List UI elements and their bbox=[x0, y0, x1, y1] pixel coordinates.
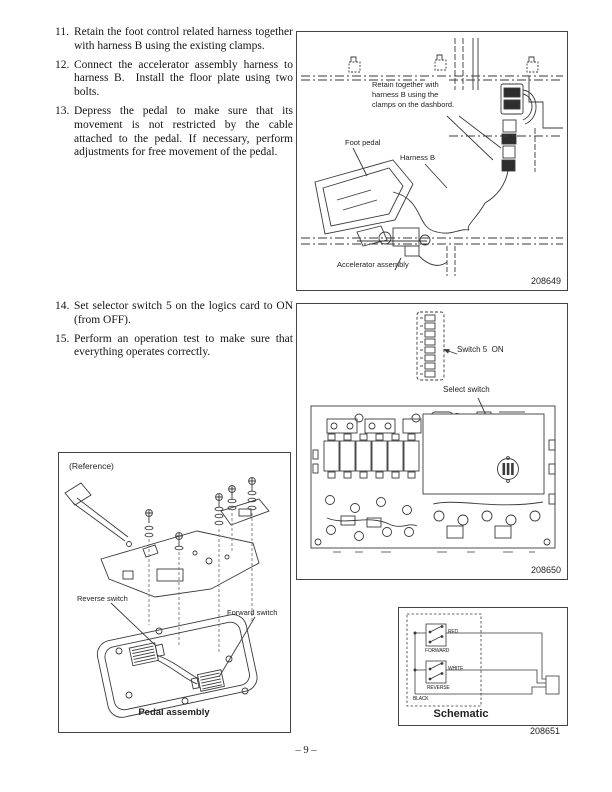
harness-b-label: Harness B bbox=[400, 153, 436, 162]
item-number: 13. bbox=[55, 104, 70, 117]
callout-line: Retain together with bbox=[372, 80, 439, 89]
switch5-on-label: Switch 5 ON bbox=[457, 345, 504, 354]
figure-reference: (Reference) Reverse switch Forward switc… bbox=[58, 452, 291, 733]
page-number: – 9 – bbox=[295, 745, 317, 756]
pedal-harness-drawing bbox=[301, 38, 563, 276]
pedal-assembly-label: Pedal assembly bbox=[138, 707, 210, 718]
item-text: Perform an operation test to make sure t… bbox=[74, 332, 293, 359]
white-wire-label: WHITE bbox=[448, 666, 464, 672]
figure-number: 208651 bbox=[529, 726, 560, 736]
schematic-title: Schematic bbox=[433, 708, 489, 720]
black-wire-label: BLACK bbox=[413, 696, 429, 702]
instruction-list-bottom: 14. Set selector switch 5 on the logics … bbox=[55, 300, 293, 365]
figure-schematic: FORWARD REVERSE RED WHITE BLACK Schemati… bbox=[398, 607, 568, 726]
reverse-switch-label: Reverse switch bbox=[77, 594, 128, 603]
logic-card-drawing bbox=[310, 311, 556, 553]
reverse-label: REVERSE bbox=[427, 685, 450, 691]
list-item-15: 15. Perform an operation test to make su… bbox=[55, 333, 293, 361]
list-item-11: 11. Retain the foot control related harn… bbox=[55, 26, 293, 54]
pedal-assembly-drawing bbox=[64, 477, 270, 718]
list-item-13: 13. Depress the pedal to make sure that … bbox=[55, 105, 293, 160]
accelerator-assembly-label: Accelerator assembly bbox=[337, 260, 409, 269]
reference-title: (Reference) bbox=[69, 461, 114, 471]
callout-line: clamps on the dashbord. bbox=[372, 99, 455, 109]
item-text: Retain the foot control related harness … bbox=[74, 26, 293, 52]
red-wire-label: RED bbox=[448, 629, 458, 635]
figure-pedal-harness: Retain together with harness B using the… bbox=[296, 31, 568, 291]
item-text: Connect the accelerator assembly harness… bbox=[74, 58, 293, 99]
list-item-14: 14. Set selector switch 5 on the logics … bbox=[55, 300, 293, 328]
item-number: 15. bbox=[55, 332, 70, 345]
instruction-list-top: 11. Retain the foot control related harn… bbox=[55, 26, 293, 165]
forward-switch-label: Forward switch bbox=[227, 608, 278, 617]
forward-label: FORWARD bbox=[425, 648, 450, 654]
list-item-12: 12. Connect the accelerator assembly har… bbox=[55, 59, 293, 100]
figure-number: 208650 bbox=[530, 565, 561, 575]
item-text: Depress the pedal to make sure that its … bbox=[74, 104, 293, 159]
figure-logic-card: Switch 5 ON Select switch 208650 bbox=[296, 303, 568, 580]
select-switch-label: Select switch bbox=[443, 385, 490, 394]
item-number: 12. bbox=[55, 58, 70, 71]
schematic-drawing bbox=[406, 613, 560, 707]
item-number: 14. bbox=[55, 300, 70, 312]
callout-line: harness B using the bbox=[372, 89, 439, 99]
figure-number: 208649 bbox=[530, 276, 561, 286]
callout-clamps: Retain together with harness B using the… bbox=[372, 80, 454, 109]
item-text: Set selector switch 5 on the logics card… bbox=[74, 300, 293, 326]
foot-pedal-label: Foot pedal bbox=[345, 138, 381, 147]
item-number: 11. bbox=[55, 26, 69, 38]
